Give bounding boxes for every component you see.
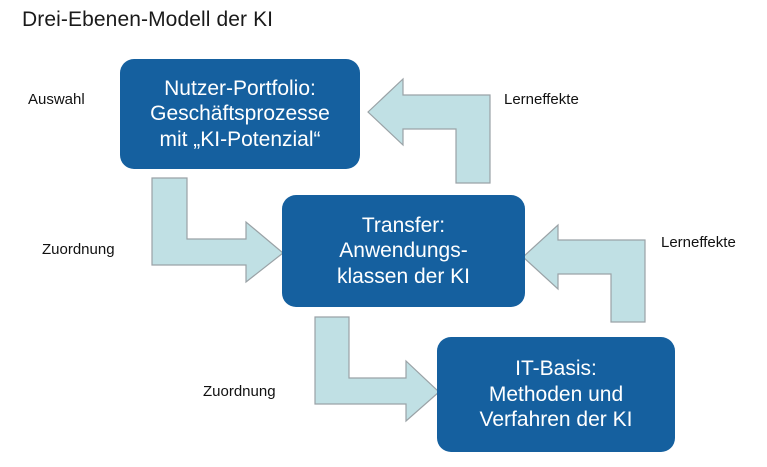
arrow-it-basis-zu-transfer [522, 215, 646, 323]
arrow-portfolio-zu-transfer [151, 177, 284, 284]
edge-label-lerneffekte-mitte: Lerneffekte [661, 234, 736, 251]
node-it-basis-line-2: Methoden und [488, 382, 624, 406]
node-it-basis-line-1: IT-Basis: [515, 357, 597, 381]
node-transfer-line-2: Anwendungs- [339, 239, 468, 263]
node-nutzer-portfolio-line-1: Nutzer-Portfolio: [164, 76, 316, 100]
arrow-transfer-zu-portfolio [367, 66, 491, 184]
node-nutzer-portfolio[interactable]: Nutzer-Portfolio: Geschäftsprozesse mit … [120, 59, 360, 169]
node-it-basis-line-3: Verfahren der KI [479, 408, 633, 432]
arrow-transfer-zu-it-basis [314, 316, 440, 423]
page-title: Drei-Ebenen-Modell der KI [22, 8, 274, 31]
node-nutzer-portfolio-line-2: Geschäftsprozesse [150, 102, 330, 126]
node-transfer-line-1: Transfer: [361, 213, 446, 237]
node-transfer[interactable]: Transfer: Anwendungs- klassen der KI [282, 195, 525, 307]
node-nutzer-portfolio-line-3: mit „KI-Potenzial“ [159, 127, 321, 151]
edge-label-zuordnung-oben: Zuordnung [42, 241, 115, 258]
node-it-basis[interactable]: IT-Basis: Methoden und Verfahren der KI [437, 337, 675, 452]
node-transfer-line-3: klassen der KI [336, 264, 471, 288]
edge-label-zuordnung-unten: Zuordnung [203, 383, 276, 400]
edge-label-auswahl: Auswahl [28, 91, 85, 108]
edge-label-lerneffekte-oben: Lerneffekte [504, 91, 579, 108]
